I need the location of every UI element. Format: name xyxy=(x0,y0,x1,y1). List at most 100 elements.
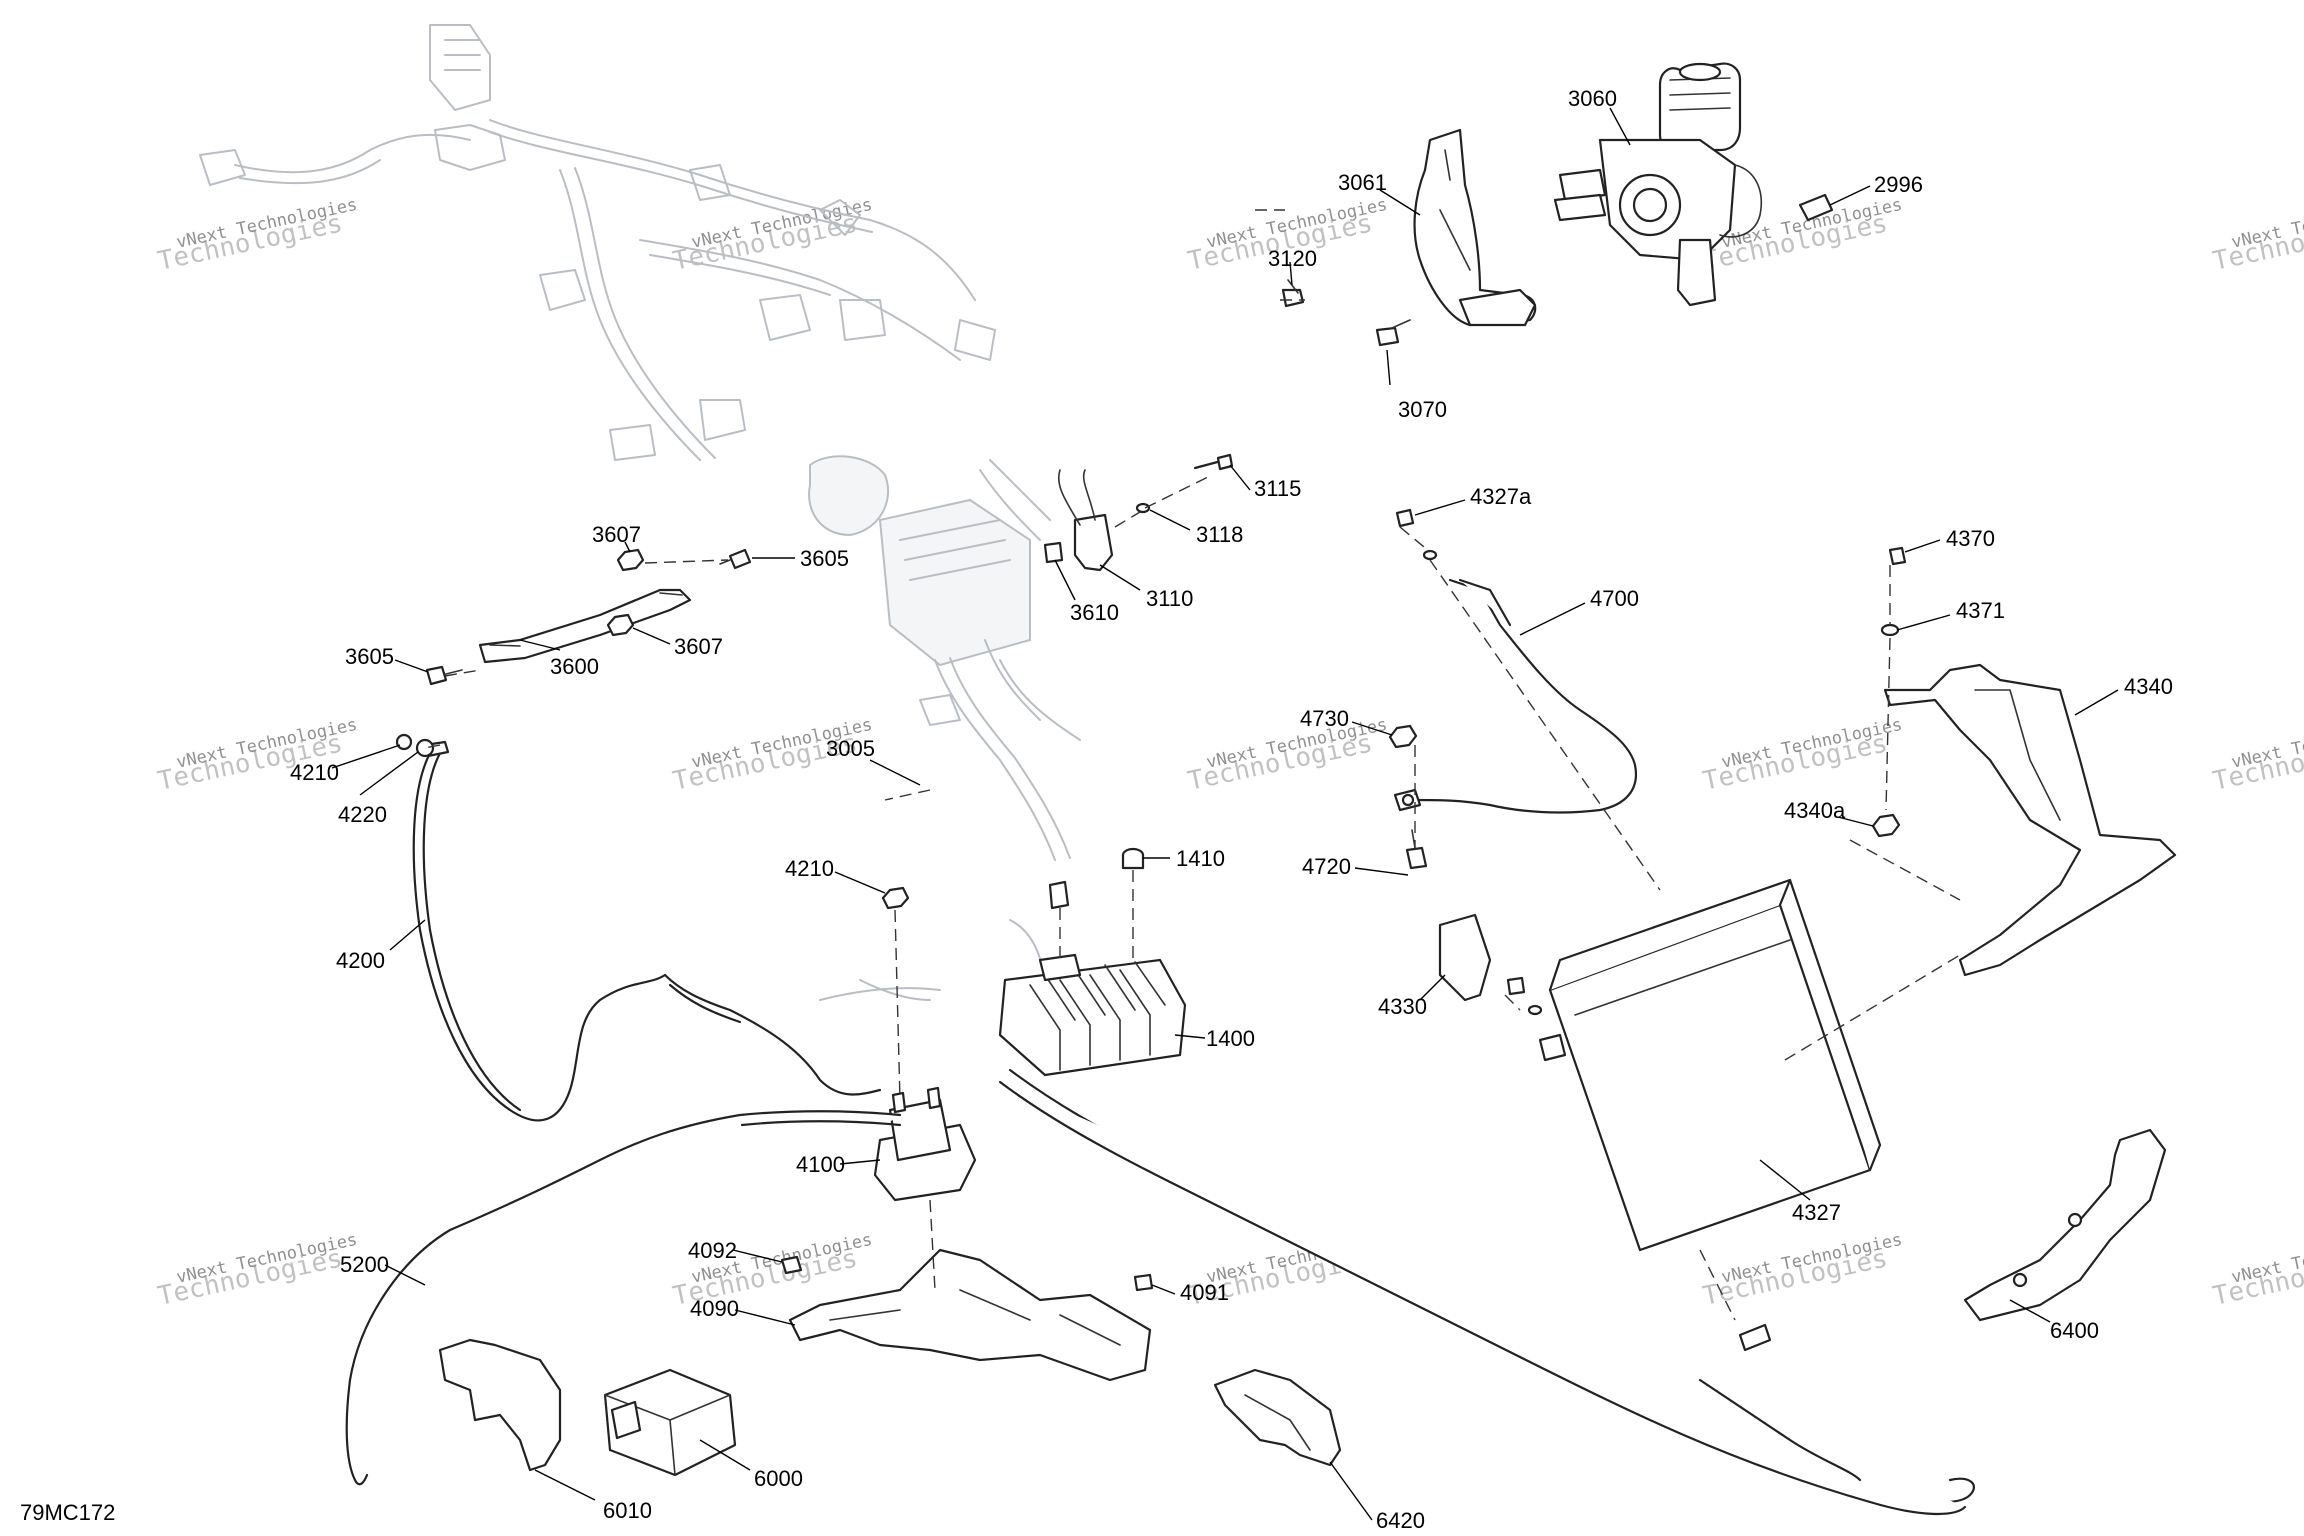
svg-text:1400: 1400 xyxy=(1206,1026,1255,1051)
svg-text:2996: 2996 xyxy=(1874,172,1923,197)
callout-4210-top: 4210 xyxy=(290,744,401,785)
svg-text:4330: 4330 xyxy=(1378,994,1427,1019)
svg-text:4092: 4092 xyxy=(688,1238,737,1263)
sensor-3110 xyxy=(1043,469,1114,572)
svg-text:4340a: 4340a xyxy=(1784,798,1846,823)
assembly-lines xyxy=(424,209,1961,1321)
washer-4371 xyxy=(1880,623,1900,637)
callout-4210: 4210 xyxy=(785,856,886,894)
svg-text:6400: 6400 xyxy=(2050,1318,2099,1343)
watermarks: Technologies vNext Technologies Technolo… xyxy=(155,195,2304,1312)
svg-text:4210: 4210 xyxy=(290,760,339,785)
callout-4091: 4091 xyxy=(1151,1280,1229,1305)
nut-3607-bottom xyxy=(606,613,635,637)
nut-3607-top xyxy=(616,548,645,572)
watermark: Technologies vNext Technologies xyxy=(1700,715,1904,797)
callout-4330: 4330 xyxy=(1378,974,1446,1019)
callout-4371: 4371 xyxy=(1896,598,2005,631)
bracket-6420 xyxy=(1213,1368,1342,1467)
watermark: Technologies vNext Technologies xyxy=(155,1230,359,1312)
bracket-6400 xyxy=(1963,1128,2167,1322)
callout-4370: 4370 xyxy=(1904,526,1995,553)
cable-4200 xyxy=(412,740,882,1122)
svg-text:3607: 3607 xyxy=(674,634,723,659)
callout-1410: 1410 xyxy=(1143,846,1225,871)
svg-text:4100: 4100 xyxy=(796,1152,845,1177)
svg-text:4371: 4371 xyxy=(1956,598,2005,623)
svg-text:5200: 5200 xyxy=(340,1252,389,1277)
svg-text:3605: 3605 xyxy=(800,546,849,571)
screw-4092 xyxy=(780,1255,803,1275)
svg-text:4090: 4090 xyxy=(690,1296,739,1321)
callout-4200: 4200 xyxy=(336,919,426,973)
bolt-3605-left xyxy=(425,665,463,686)
svg-text:4091: 4091 xyxy=(1180,1280,1229,1305)
actuator-assembly xyxy=(1553,62,1834,307)
callout-3005: 3005 xyxy=(826,736,921,786)
callout-1400: 1400 xyxy=(1174,1026,1255,1051)
callout-6010: 6010 xyxy=(534,1469,652,1523)
svg-text:4210: 4210 xyxy=(785,856,834,881)
callout-4720: 4720 xyxy=(1302,854,1409,879)
watermark: Technologies vNext Technologies xyxy=(2210,715,2304,797)
callout-3070: 3070 xyxy=(1386,349,1447,422)
callout-6000: 6000 xyxy=(699,1439,803,1491)
strap-3600 xyxy=(478,588,692,664)
ghost-wiring-harness xyxy=(199,24,1081,1001)
bracket-4340 xyxy=(1883,663,2177,977)
watermark: Technologies vNext Technologies xyxy=(1700,1230,1904,1312)
svg-text:3115: 3115 xyxy=(1254,476,1301,501)
svg-text:4730: 4730 xyxy=(1300,706,1349,731)
main-harness xyxy=(998,1068,1975,1516)
svg-text:4340: 4340 xyxy=(2124,674,2173,699)
callout-3110: 3110 xyxy=(1099,564,1193,611)
callout-4730: 4730 xyxy=(1300,706,1393,736)
svg-text:3110: 3110 xyxy=(1146,586,1193,611)
svg-text:6420: 6420 xyxy=(1376,1508,1425,1533)
svg-text:3610: 3610 xyxy=(1070,600,1119,625)
callout-3061: 3061 xyxy=(1338,170,1421,216)
callout-3607-bottom: 3607 xyxy=(632,627,723,659)
callout-3610: 3610 xyxy=(1054,559,1119,625)
watermark: Technologies vNext Technologies xyxy=(2210,195,2304,277)
callout-4092: 4092 xyxy=(688,1238,783,1263)
bracket-6010 xyxy=(438,1338,562,1472)
tray-4090 xyxy=(788,1248,1152,1382)
callout-4220: 4220 xyxy=(338,751,419,827)
bolt-4720 xyxy=(1405,829,1428,870)
svg-text:4200: 4200 xyxy=(336,948,385,973)
watermark: Technologies vNext Technologies xyxy=(2210,1230,2304,1312)
svg-text:3061: 3061 xyxy=(1338,170,1387,195)
svg-text:4720: 4720 xyxy=(1302,854,1351,879)
svg-text:4370: 4370 xyxy=(1946,526,1995,551)
callout-4090: 4090 xyxy=(690,1296,796,1326)
svg-text:3605: 3605 xyxy=(345,644,394,669)
svg-text:3600: 3600 xyxy=(550,654,599,679)
bolt-1410 xyxy=(1121,847,1145,870)
terminal-cover-4330 xyxy=(1438,913,1492,1002)
nut-4730 xyxy=(1388,724,1418,749)
callout-3605-left: 3605 xyxy=(345,644,429,673)
connector-sleeve xyxy=(1048,880,1070,910)
svg-text:3120: 3120 xyxy=(1268,246,1317,271)
callout-6420: 6420 xyxy=(1329,1461,1425,1533)
callout-4340a: 4340a xyxy=(1784,798,1874,827)
callout-5200: 5200 xyxy=(340,1252,426,1286)
bracket-3061 xyxy=(1413,128,1537,327)
callout-4340: 4340 xyxy=(2074,674,2173,716)
svg-text:4700: 4700 xyxy=(1590,586,1639,611)
washer-4220 xyxy=(415,738,435,758)
callout-3060: 3060 xyxy=(1568,86,1631,146)
svg-text:4220: 4220 xyxy=(338,802,387,827)
diagram-code: 79MC172 xyxy=(20,1500,116,1525)
svg-text:3005: 3005 xyxy=(826,736,875,761)
cable-4700 xyxy=(1393,578,1638,814)
washer-3118 xyxy=(1135,502,1151,514)
watermark: Technologies vNext Technologies xyxy=(155,195,359,277)
bolt-4370 xyxy=(1888,546,1907,566)
svg-text:6000: 6000 xyxy=(754,1466,803,1491)
screw-3070 xyxy=(1375,319,1411,347)
callout-2996: 2996 xyxy=(1829,172,1923,206)
callout-3115: 3115 xyxy=(1229,464,1301,501)
